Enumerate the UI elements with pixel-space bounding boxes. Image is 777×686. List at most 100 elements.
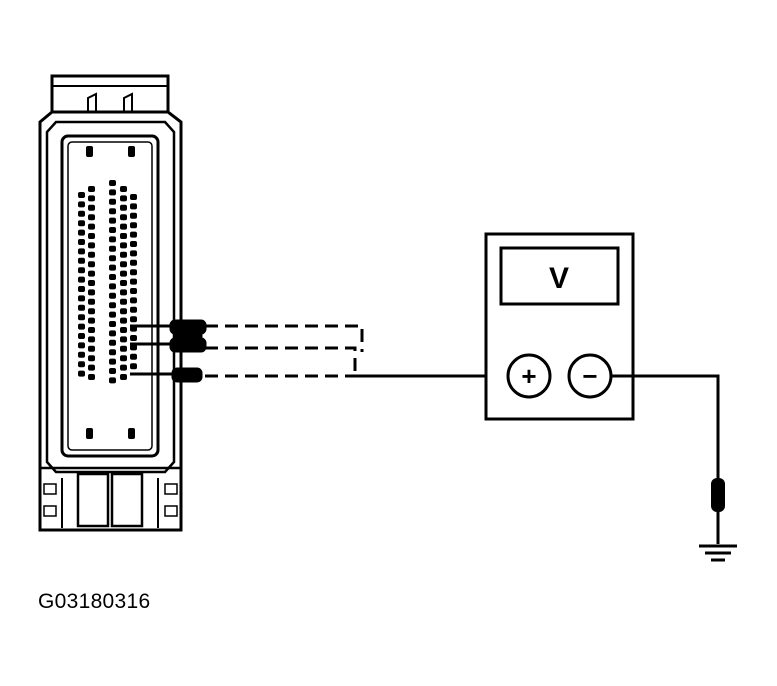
connector-pin [109,208,116,215]
connector-pin [88,214,95,221]
ground-lead [611,374,720,544]
connector-pin [120,289,127,296]
connector-pin [120,242,127,249]
connector-pin [130,259,137,266]
connector-pin [88,364,95,371]
meter-display-unit: V [549,262,569,295]
connector-pin [78,220,85,227]
test-leads [130,324,488,378]
connector-pin [120,280,127,286]
connector-pin [120,186,127,192]
connector-pin [130,288,137,294]
connector-pin [120,364,127,371]
connector-pin [88,308,95,315]
connector-pin [88,251,95,258]
connector-pin [120,308,127,315]
positive-terminal-label: + [521,361,536,391]
connector-pin [109,264,116,271]
connector-pin [120,298,127,305]
connector-pin [78,314,85,321]
connector-pin [88,223,95,230]
connector-pin [130,316,137,323]
connector-pin [88,204,95,211]
connector-pin [120,317,127,324]
connector-pin [109,349,116,356]
connector-pin [88,270,95,277]
connector-pin [86,146,93,157]
connector-pin [78,333,85,339]
connector-pin [130,278,137,285]
connector-pin [78,257,85,264]
connector-pin [128,146,135,157]
connector-pin [88,374,95,380]
connector-pin [88,345,95,352]
connector-pin [78,370,85,377]
probe-icon [169,319,207,383]
connector-pin [109,245,116,252]
connector-pin [109,368,116,374]
connector-pin [109,377,116,384]
connector-pin [109,189,116,196]
connector-pin [109,255,116,262]
connector-pin [88,233,95,239]
connector-pin [109,358,116,365]
connector-pins [78,146,137,439]
connector-pin [120,270,127,277]
connector-pin [88,336,95,343]
connector-pin [88,327,95,333]
connector-pin [109,198,116,205]
ground-icon [699,544,737,562]
negative-terminal-label: − [582,361,597,391]
connector-pin [109,227,116,233]
connector-pin [109,330,116,337]
connector-pin [78,239,85,245]
connector-pin [88,298,95,305]
connector-pin [78,304,85,311]
connector-pin [88,317,95,324]
connector-pin [109,180,116,186]
connector-pin [130,212,137,219]
connector-pin [78,351,85,358]
connector-pin [120,355,127,362]
connector-pin [78,192,85,198]
positive-terminal [506,353,552,399]
connector-pin [88,242,95,249]
connector-pin [120,223,127,230]
connector-pin [88,186,95,192]
connector-pin [109,339,116,346]
connector-pin [78,286,85,292]
connector-pin [130,297,137,304]
connector-pin [78,323,85,330]
ground-clip [711,478,725,512]
connector-pin [120,251,127,258]
connector-pin [109,217,116,224]
connector-pin [78,276,85,283]
connector-pin [109,283,116,290]
connector-pin [120,195,127,202]
connector-pin [130,363,137,370]
connector-pin [120,261,127,268]
connector-pin [86,428,93,439]
connector-pin [109,274,116,280]
connector-pin [109,292,116,299]
connector-pin [130,269,137,276]
connector-pin [78,248,85,255]
connector-pin [88,289,95,296]
connector-pin [88,280,95,286]
connector-pin [78,201,85,208]
connector-pin [120,345,127,352]
connector-pin [78,210,85,217]
connector-pin [120,233,127,239]
connector-pin [130,353,137,360]
connector-pin [78,229,85,236]
connector-pin [109,302,116,309]
connector-pin [120,374,127,380]
connector-pin [88,195,95,202]
connector-pin [130,306,137,313]
connector-pin [78,295,85,302]
voltmeter-icon [484,232,635,421]
connector-pin [130,222,137,229]
connector-pin [109,311,116,318]
connector-pin [120,336,127,343]
